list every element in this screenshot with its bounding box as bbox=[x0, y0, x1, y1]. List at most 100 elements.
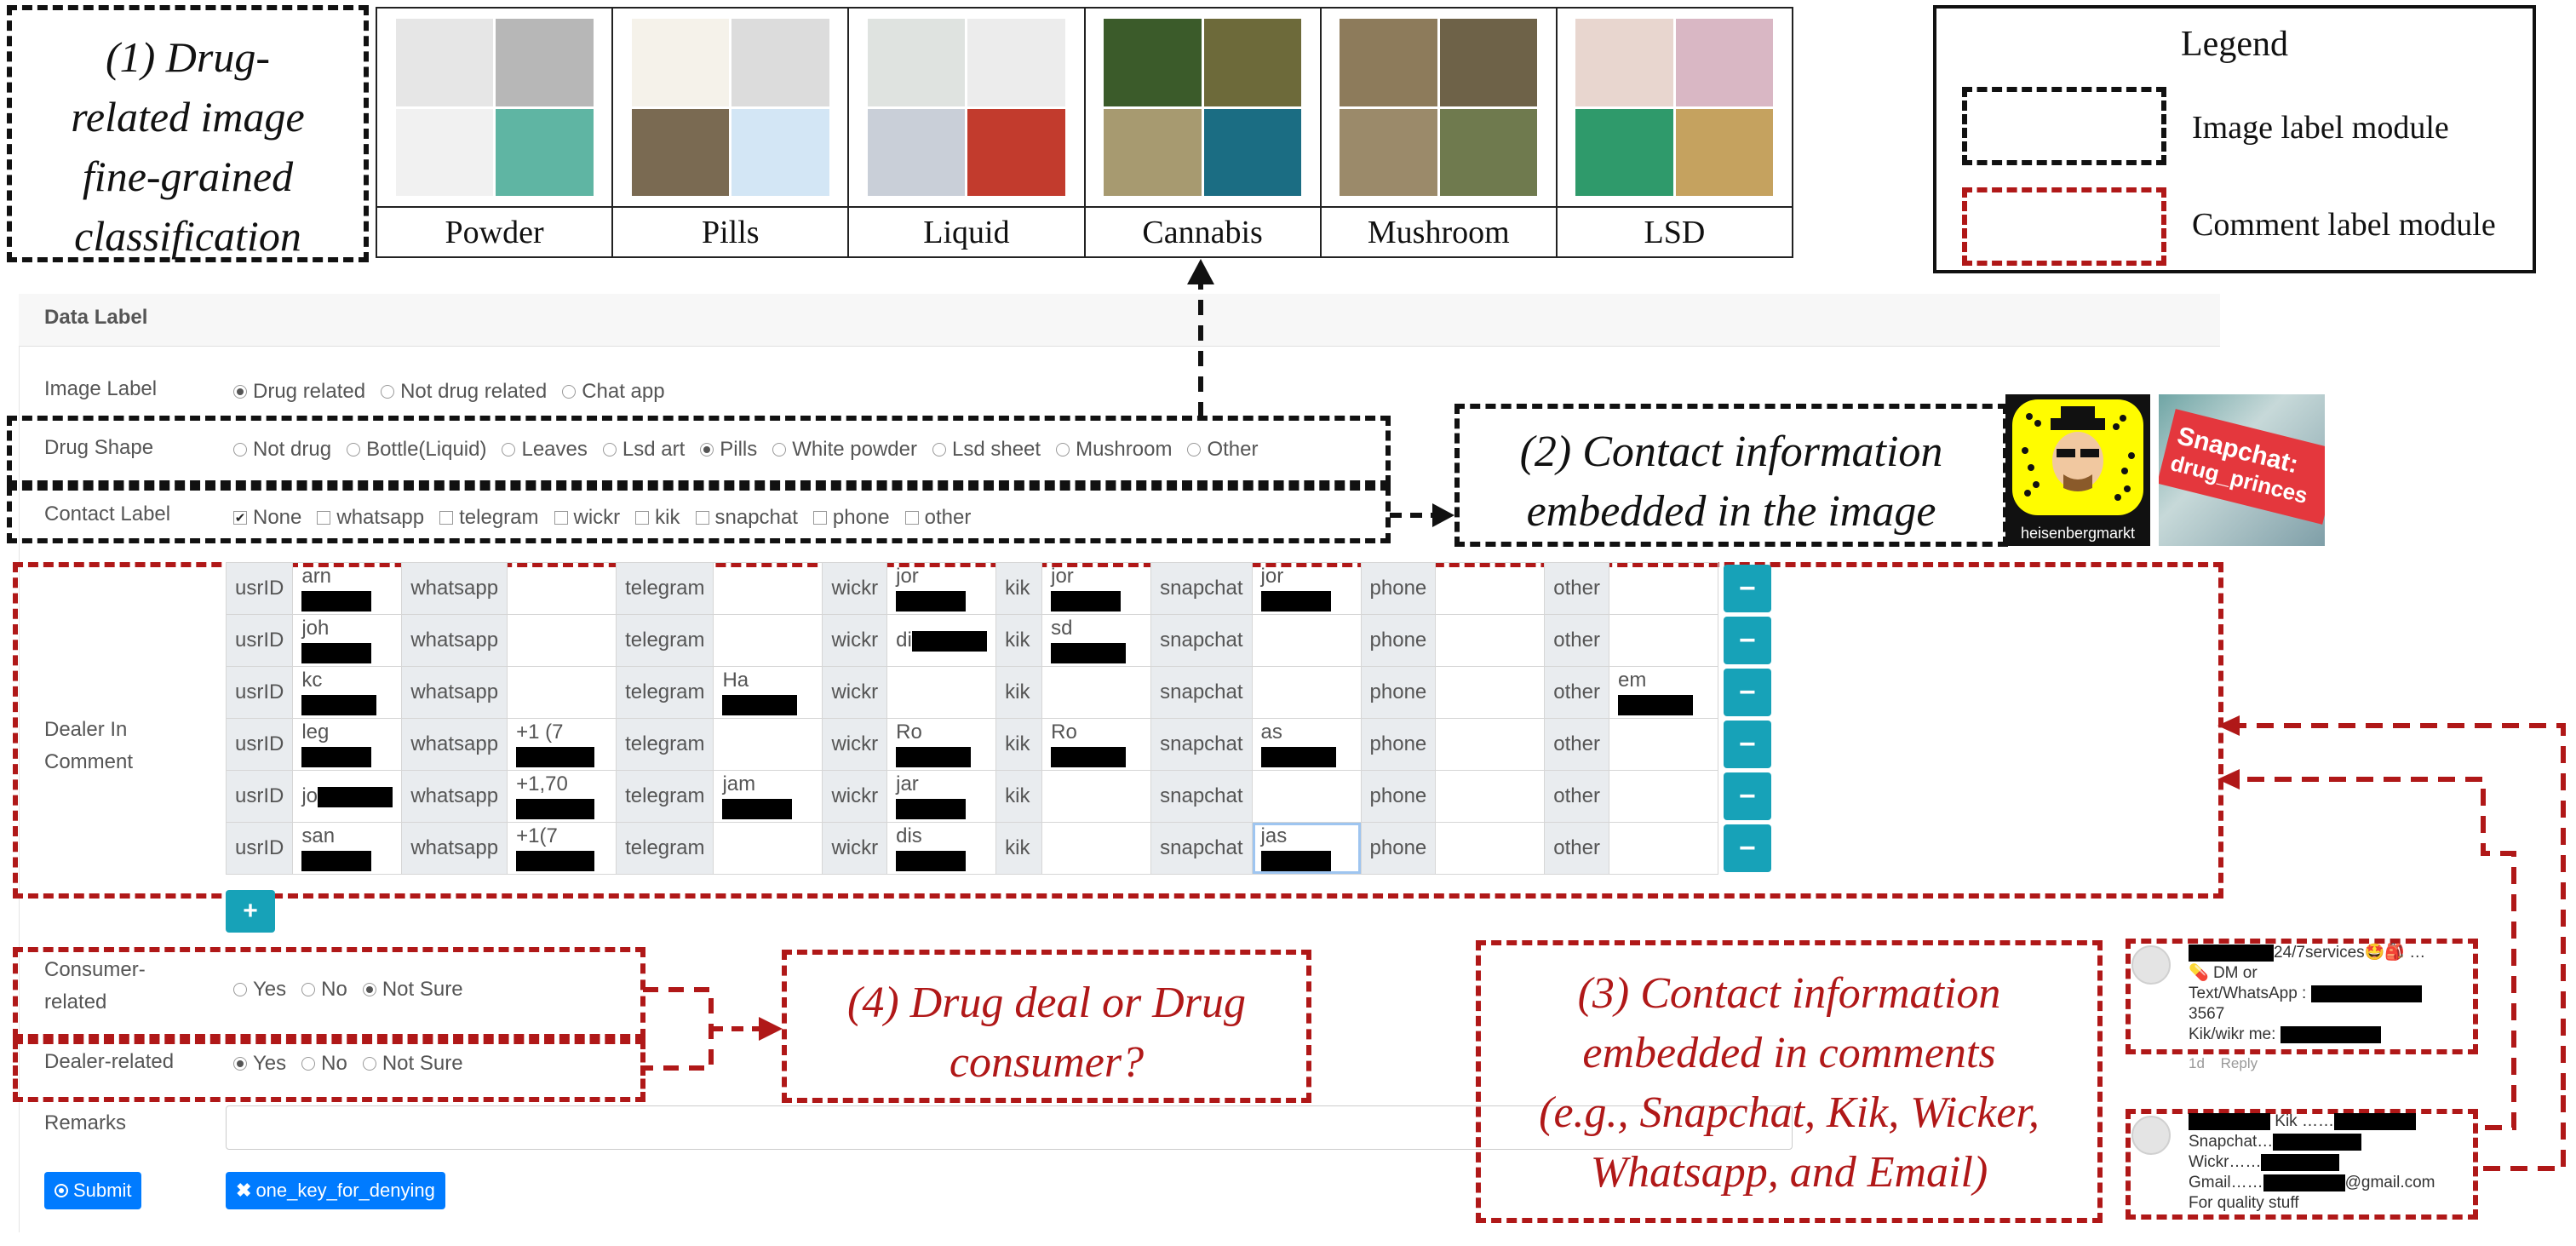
radio-button[interactable] bbox=[700, 443, 714, 456]
remove-row-button[interactable]: − bbox=[1723, 669, 1771, 716]
field-input-phone[interactable] bbox=[1435, 822, 1546, 875]
radio-button[interactable] bbox=[347, 443, 361, 456]
consumer-related-option[interactable]: Yes bbox=[233, 978, 286, 1002]
drug-shape-option[interactable]: Pills bbox=[700, 438, 757, 462]
field-input-phone[interactable] bbox=[1435, 770, 1546, 823]
remove-row-button[interactable]: − bbox=[1723, 617, 1771, 664]
field-input-wickr[interactable]: jar bbox=[886, 770, 997, 823]
reply-link[interactable]: Reply bbox=[2220, 1055, 2258, 1071]
field-input-phone[interactable] bbox=[1435, 666, 1546, 719]
field-input-snapchat[interactable] bbox=[1251, 614, 1362, 667]
field-input-other[interactable] bbox=[1608, 614, 1718, 667]
contact-label-option[interactable]: phone bbox=[812, 506, 890, 530]
image-label-option[interactable]: Chat app bbox=[562, 380, 665, 404]
field-input-wickr[interactable]: di bbox=[886, 614, 997, 667]
field-input-wickr[interactable]: Ro bbox=[886, 718, 997, 771]
radio-button[interactable] bbox=[562, 385, 577, 399]
checkbox[interactable] bbox=[695, 511, 709, 525]
field-input-usrID[interactable]: arn bbox=[292, 562, 403, 615]
radio-button[interactable] bbox=[233, 385, 247, 399]
radio-button[interactable] bbox=[233, 983, 247, 996]
contact-label-option[interactable]: ✔None bbox=[233, 506, 301, 530]
field-input-usrID[interactable]: san bbox=[292, 822, 403, 875]
deny-button[interactable]: ✖ one_key_for_denying bbox=[226, 1172, 445, 1209]
remove-row-button[interactable]: − bbox=[1723, 772, 1771, 820]
radio-button[interactable] bbox=[233, 443, 247, 456]
drug-shape-option[interactable]: Leaves bbox=[502, 438, 588, 462]
dealer-related-option[interactable]: Yes bbox=[233, 1052, 286, 1076]
field-input-kik[interactable]: sd bbox=[1041, 614, 1152, 667]
drug-shape-option[interactable]: Lsd art bbox=[602, 438, 685, 462]
field-input-other[interactable] bbox=[1608, 718, 1718, 771]
checkbox[interactable]: ✔ bbox=[233, 510, 247, 525]
radio-button[interactable] bbox=[772, 443, 787, 456]
contact-label-option[interactable]: telegram bbox=[439, 506, 539, 530]
field-input-whatsapp[interactable]: +1 (7 bbox=[507, 718, 617, 771]
field-input-other[interactable]: em bbox=[1608, 666, 1718, 719]
checkbox[interactable] bbox=[812, 511, 827, 525]
remove-row-button[interactable]: − bbox=[1723, 565, 1771, 612]
field-input-kik[interactable] bbox=[1041, 770, 1152, 823]
field-input-telegram[interactable] bbox=[713, 822, 823, 875]
remove-row-button[interactable]: − bbox=[1723, 721, 1771, 768]
drug-shape-option[interactable]: Other bbox=[1187, 438, 1258, 462]
image-label-option[interactable]: Not drug related bbox=[381, 380, 547, 404]
radio-button[interactable] bbox=[502, 443, 516, 456]
field-input-other[interactable] bbox=[1608, 822, 1718, 875]
field-input-wickr[interactable]: jor bbox=[886, 562, 997, 615]
contact-label-option[interactable]: other bbox=[904, 506, 971, 530]
dealer-related-option[interactable]: Not Sure bbox=[362, 1052, 463, 1076]
field-input-snapchat[interactable] bbox=[1251, 666, 1362, 719]
contact-label-option[interactable]: wickr bbox=[554, 506, 620, 530]
radio-button[interactable] bbox=[362, 1057, 376, 1071]
add-row-button[interactable]: + bbox=[226, 890, 275, 933]
image-label-option[interactable]: Drug related bbox=[233, 380, 365, 404]
field-input-phone[interactable] bbox=[1435, 562, 1546, 615]
field-input-other[interactable] bbox=[1608, 770, 1718, 823]
field-input-wickr[interactable]: dis bbox=[886, 822, 997, 875]
field-input-kik[interactable] bbox=[1041, 666, 1152, 719]
submit-button[interactable]: Submit bbox=[44, 1172, 142, 1209]
radio-button[interactable] bbox=[301, 1057, 316, 1071]
radio-button[interactable] bbox=[932, 443, 946, 456]
drug-shape-option[interactable]: Lsd sheet bbox=[932, 438, 1041, 462]
remarks-input[interactable] bbox=[226, 1105, 1793, 1150]
field-input-telegram[interactable]: Ha bbox=[713, 666, 823, 719]
field-input-usrID[interactable]: joh bbox=[292, 614, 403, 667]
drug-shape-option[interactable]: Bottle(Liquid) bbox=[347, 438, 486, 462]
radio-button[interactable] bbox=[301, 983, 316, 996]
field-input-telegram[interactable]: jam bbox=[713, 770, 823, 823]
drug-shape-option[interactable]: Not drug bbox=[233, 438, 331, 462]
drug-shape-option[interactable]: Mushroom bbox=[1056, 438, 1172, 462]
consumer-related-option[interactable]: No bbox=[301, 978, 347, 1002]
radio-button[interactable] bbox=[602, 443, 617, 456]
field-input-whatsapp[interactable] bbox=[507, 562, 617, 615]
contact-label-option[interactable]: kik bbox=[635, 506, 680, 530]
field-input-kik[interactable]: Ro bbox=[1041, 718, 1152, 771]
checkbox[interactable] bbox=[635, 511, 650, 525]
field-input-whatsapp[interactable] bbox=[507, 666, 617, 719]
radio-button[interactable] bbox=[233, 1057, 247, 1071]
dealer-related-option[interactable]: No bbox=[301, 1052, 347, 1076]
field-input-telegram[interactable] bbox=[713, 718, 823, 771]
contact-label-option[interactable]: whatsapp bbox=[317, 506, 424, 530]
checkbox[interactable] bbox=[904, 511, 919, 525]
field-input-usrID[interactable]: leg bbox=[292, 718, 403, 771]
drug-shape-option[interactable]: White powder bbox=[772, 438, 917, 462]
checkbox[interactable] bbox=[439, 511, 454, 525]
field-input-telegram[interactable] bbox=[713, 614, 823, 667]
field-input-phone[interactable] bbox=[1435, 718, 1546, 771]
field-input-snapchat[interactable]: as bbox=[1251, 718, 1362, 771]
radio-button[interactable] bbox=[1056, 443, 1070, 456]
radio-button[interactable] bbox=[362, 983, 376, 996]
field-input-telegram[interactable] bbox=[713, 562, 823, 615]
field-input-usrID[interactable]: jo bbox=[292, 770, 403, 823]
radio-button[interactable] bbox=[381, 385, 395, 399]
field-input-snapchat[interactable]: jas bbox=[1251, 822, 1362, 875]
field-input-whatsapp[interactable]: +1(7 bbox=[507, 822, 617, 875]
remove-row-button[interactable]: − bbox=[1723, 824, 1771, 872]
radio-button[interactable] bbox=[1187, 443, 1202, 456]
field-input-other[interactable] bbox=[1608, 562, 1718, 615]
field-input-snapchat[interactable] bbox=[1251, 770, 1362, 823]
field-input-kik[interactable] bbox=[1041, 822, 1152, 875]
